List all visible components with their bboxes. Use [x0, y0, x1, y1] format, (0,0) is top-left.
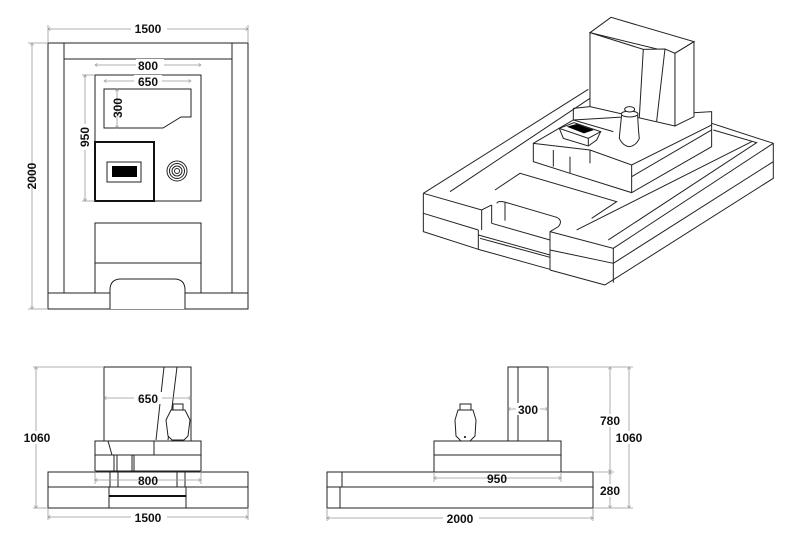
iso-vase-icon [618, 106, 640, 148]
incense-burner-icon [112, 166, 137, 177]
front-upper-base [94, 440, 202, 472]
plan-stone-depth-label: 300 [111, 98, 125, 118]
front-height-label: 1060 [24, 431, 51, 445]
front-width-label: 1500 [135, 511, 162, 525]
isometric-view [422, 16, 774, 286]
side-upper-height-label: 780 [600, 414, 620, 428]
plan-width-label: 1500 [135, 22, 162, 36]
plan-stone-width-label: 650 [138, 75, 158, 89]
plan-inner-width-label: 800 [138, 59, 158, 73]
plan-step [109, 278, 186, 309]
side-height-label: 1060 [616, 431, 643, 445]
side-upper-base [433, 440, 562, 473]
plan-headstone [103, 88, 192, 129]
plan-incense-stand [94, 141, 155, 202]
side-inner-depth-label: 950 [487, 472, 507, 486]
front-inner-width-label: 800 [138, 474, 158, 488]
front-view: 650 1060 800 1500 [21, 367, 248, 525]
side-base-height-label: 280 [600, 484, 620, 498]
side-vase-icon [454, 403, 477, 442]
plan-depth-label: 2000 [25, 162, 39, 189]
side-lower-base [326, 471, 594, 509]
side-stone-depth-label: 300 [518, 403, 538, 417]
front-vase-icon [165, 403, 191, 441]
front-stone-width-label: 650 [138, 392, 158, 406]
plan-view: 1500 2000 800 650 300 950 [25, 22, 248, 309]
plan-inner-depth-label: 950 [78, 127, 92, 147]
side-depth-label: 2000 [447, 512, 474, 526]
front-lower-base [47, 471, 249, 509]
side-view: 300 950 2000 780 280 1060 [327, 367, 645, 526]
vase-top-icon [166, 160, 188, 182]
